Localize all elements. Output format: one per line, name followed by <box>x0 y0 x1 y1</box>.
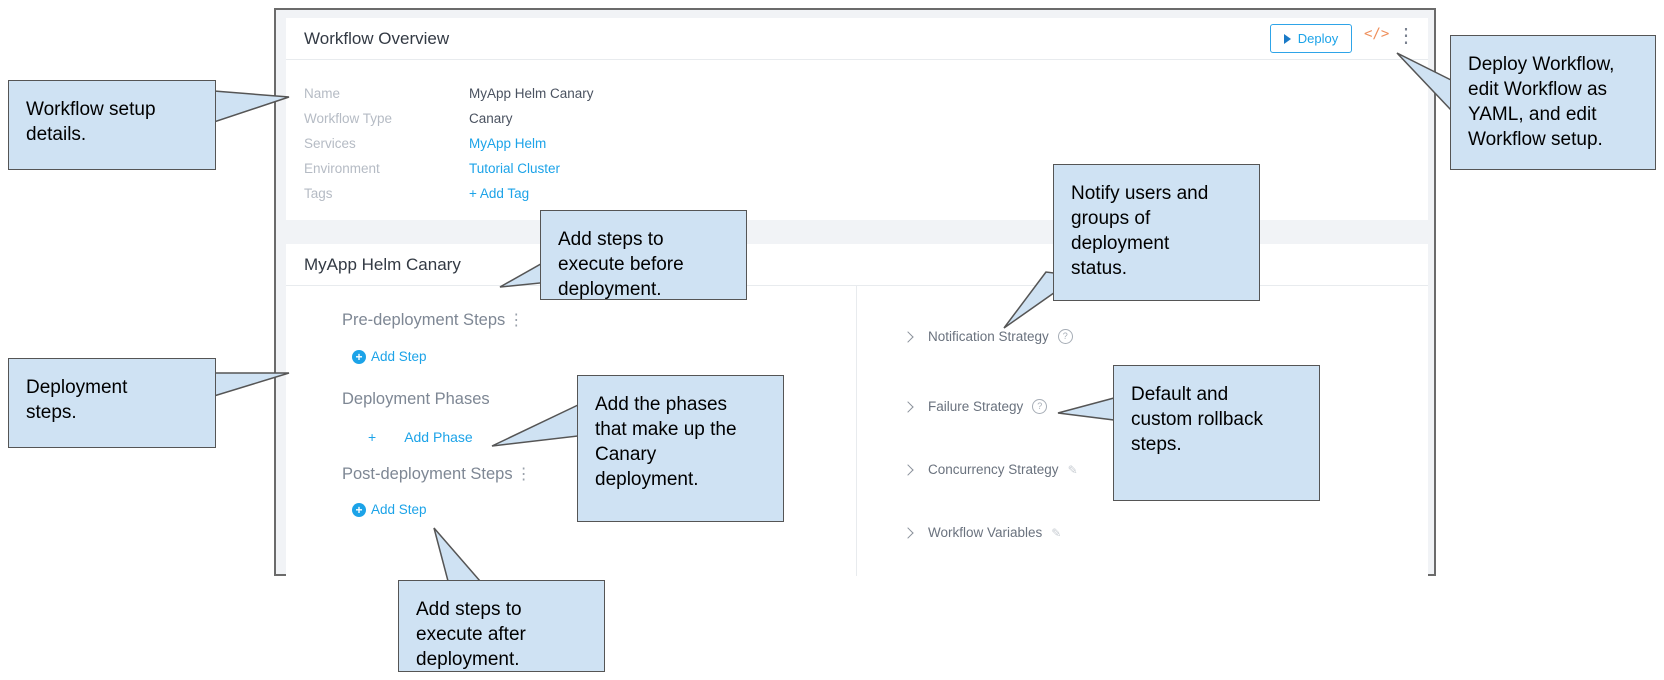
column-divider <box>856 286 857 576</box>
callout-deploy-actions: Deploy Workflow, edit Workflow as YAML, … <box>1450 35 1656 170</box>
detail-label: Workflow Type <box>304 111 393 126</box>
pencil-icon[interactable]: ✎ <box>1051 525 1062 540</box>
environment-link[interactable]: Tutorial Cluster <box>469 161 561 176</box>
callout-pointer-post <box>433 527 482 582</box>
workflow-variables-label: Workflow Variables <box>928 525 1043 540</box>
detail-label: Services <box>304 136 356 151</box>
detail-label: Name <box>304 86 341 101</box>
post-deployment-label: Post-deployment Steps <box>342 465 513 483</box>
deploy-button[interactable]: Deploy <box>1270 24 1352 53</box>
add-pre-step-button[interactable]: + Add Step <box>352 349 427 364</box>
plus-icon: + <box>368 429 377 445</box>
help-icon[interactable]: ? <box>1057 329 1073 344</box>
deploy-button-label: Deploy <box>1297 31 1339 46</box>
pre-deployment-section-title: Pre-deployment Steps⋮ <box>342 310 524 330</box>
add-phase-label: Add Phase <box>404 429 473 445</box>
detail-value: MyApp Helm Canary <box>469 86 594 101</box>
pencil-icon[interactable]: ✎ <box>1067 462 1078 477</box>
add-tag-link[interactable]: + Add Tag <box>469 186 530 201</box>
detail-label: Environment <box>304 161 380 176</box>
pre-deployment-kebab-icon[interactable]: ⋮ <box>508 312 525 329</box>
detail-value: Canary <box>469 111 513 126</box>
overview-title: Workflow Overview <box>286 18 1428 60</box>
callout-pointer-setup <box>213 90 290 124</box>
callout-deployment-phases: Add the phases that make up the Canary d… <box>577 375 784 522</box>
service-link[interactable]: MyApp Helm <box>469 136 547 151</box>
callout-setup-details: Workflow setup details. <box>8 80 216 170</box>
callout-post-deployment: Add steps to execute after deployment. <box>398 580 605 672</box>
plus-circle-icon: + <box>352 349 366 364</box>
post-deployment-section-title: Post-deployment Steps⋮ <box>342 464 532 484</box>
canary-title: MyApp Helm Canary <box>286 244 1428 286</box>
callout-deployment-steps: Deployment steps. <box>8 358 216 448</box>
detail-label: Tags <box>304 186 333 201</box>
workflow-overview-panel: Workflow Overview Deploy </> ⋮ Name MyAp… <box>286 18 1428 220</box>
callout-pointer-steps <box>213 372 290 398</box>
code-yaml-icon[interactable]: </> <box>1364 26 1390 42</box>
callout-pointer-rollback <box>1057 397 1115 421</box>
notification-strategy-item[interactable]: Notification Strategy ? <box>902 329 1073 344</box>
concurrency-strategy-label: Concurrency Strategy <box>928 462 1059 477</box>
callout-notification: Notify users and groups of deployment st… <box>1053 164 1260 301</box>
callout-rollback: Default and custom rollback steps. <box>1113 365 1320 501</box>
help-icon[interactable]: ? <box>1032 399 1048 414</box>
add-step-label: Add Step <box>371 502 427 517</box>
deployment-phases-title: Deployment Phases <box>342 390 490 408</box>
failure-strategy-label: Failure Strategy <box>928 399 1024 414</box>
add-step-label: Add Step <box>371 349 427 364</box>
callout-pre-deployment: Add steps to execute before deployment. <box>540 210 747 300</box>
play-icon <box>1283 33 1291 44</box>
workflow-variables-item[interactable]: Workflow Variables ✎ <box>902 525 1062 540</box>
post-deployment-kebab-icon[interactable]: ⋮ <box>515 466 532 483</box>
notification-strategy-label: Notification Strategy <box>928 329 1049 344</box>
pre-deployment-label: Pre-deployment Steps <box>342 311 506 329</box>
callout-pointer-deploy <box>1396 52 1452 112</box>
plus-circle-icon: + <box>352 502 366 517</box>
add-post-step-button[interactable]: + Add Step <box>352 502 427 517</box>
failure-strategy-item[interactable]: Failure Strategy ? <box>902 399 1048 414</box>
add-phase-button[interactable]: + Add Phase <box>368 429 473 445</box>
more-options-icon[interactable]: ⋮ <box>1396 25 1416 47</box>
callout-pointer-phases <box>491 403 579 447</box>
concurrency-strategy-item[interactable]: Concurrency Strategy ✎ <box>902 462 1078 477</box>
